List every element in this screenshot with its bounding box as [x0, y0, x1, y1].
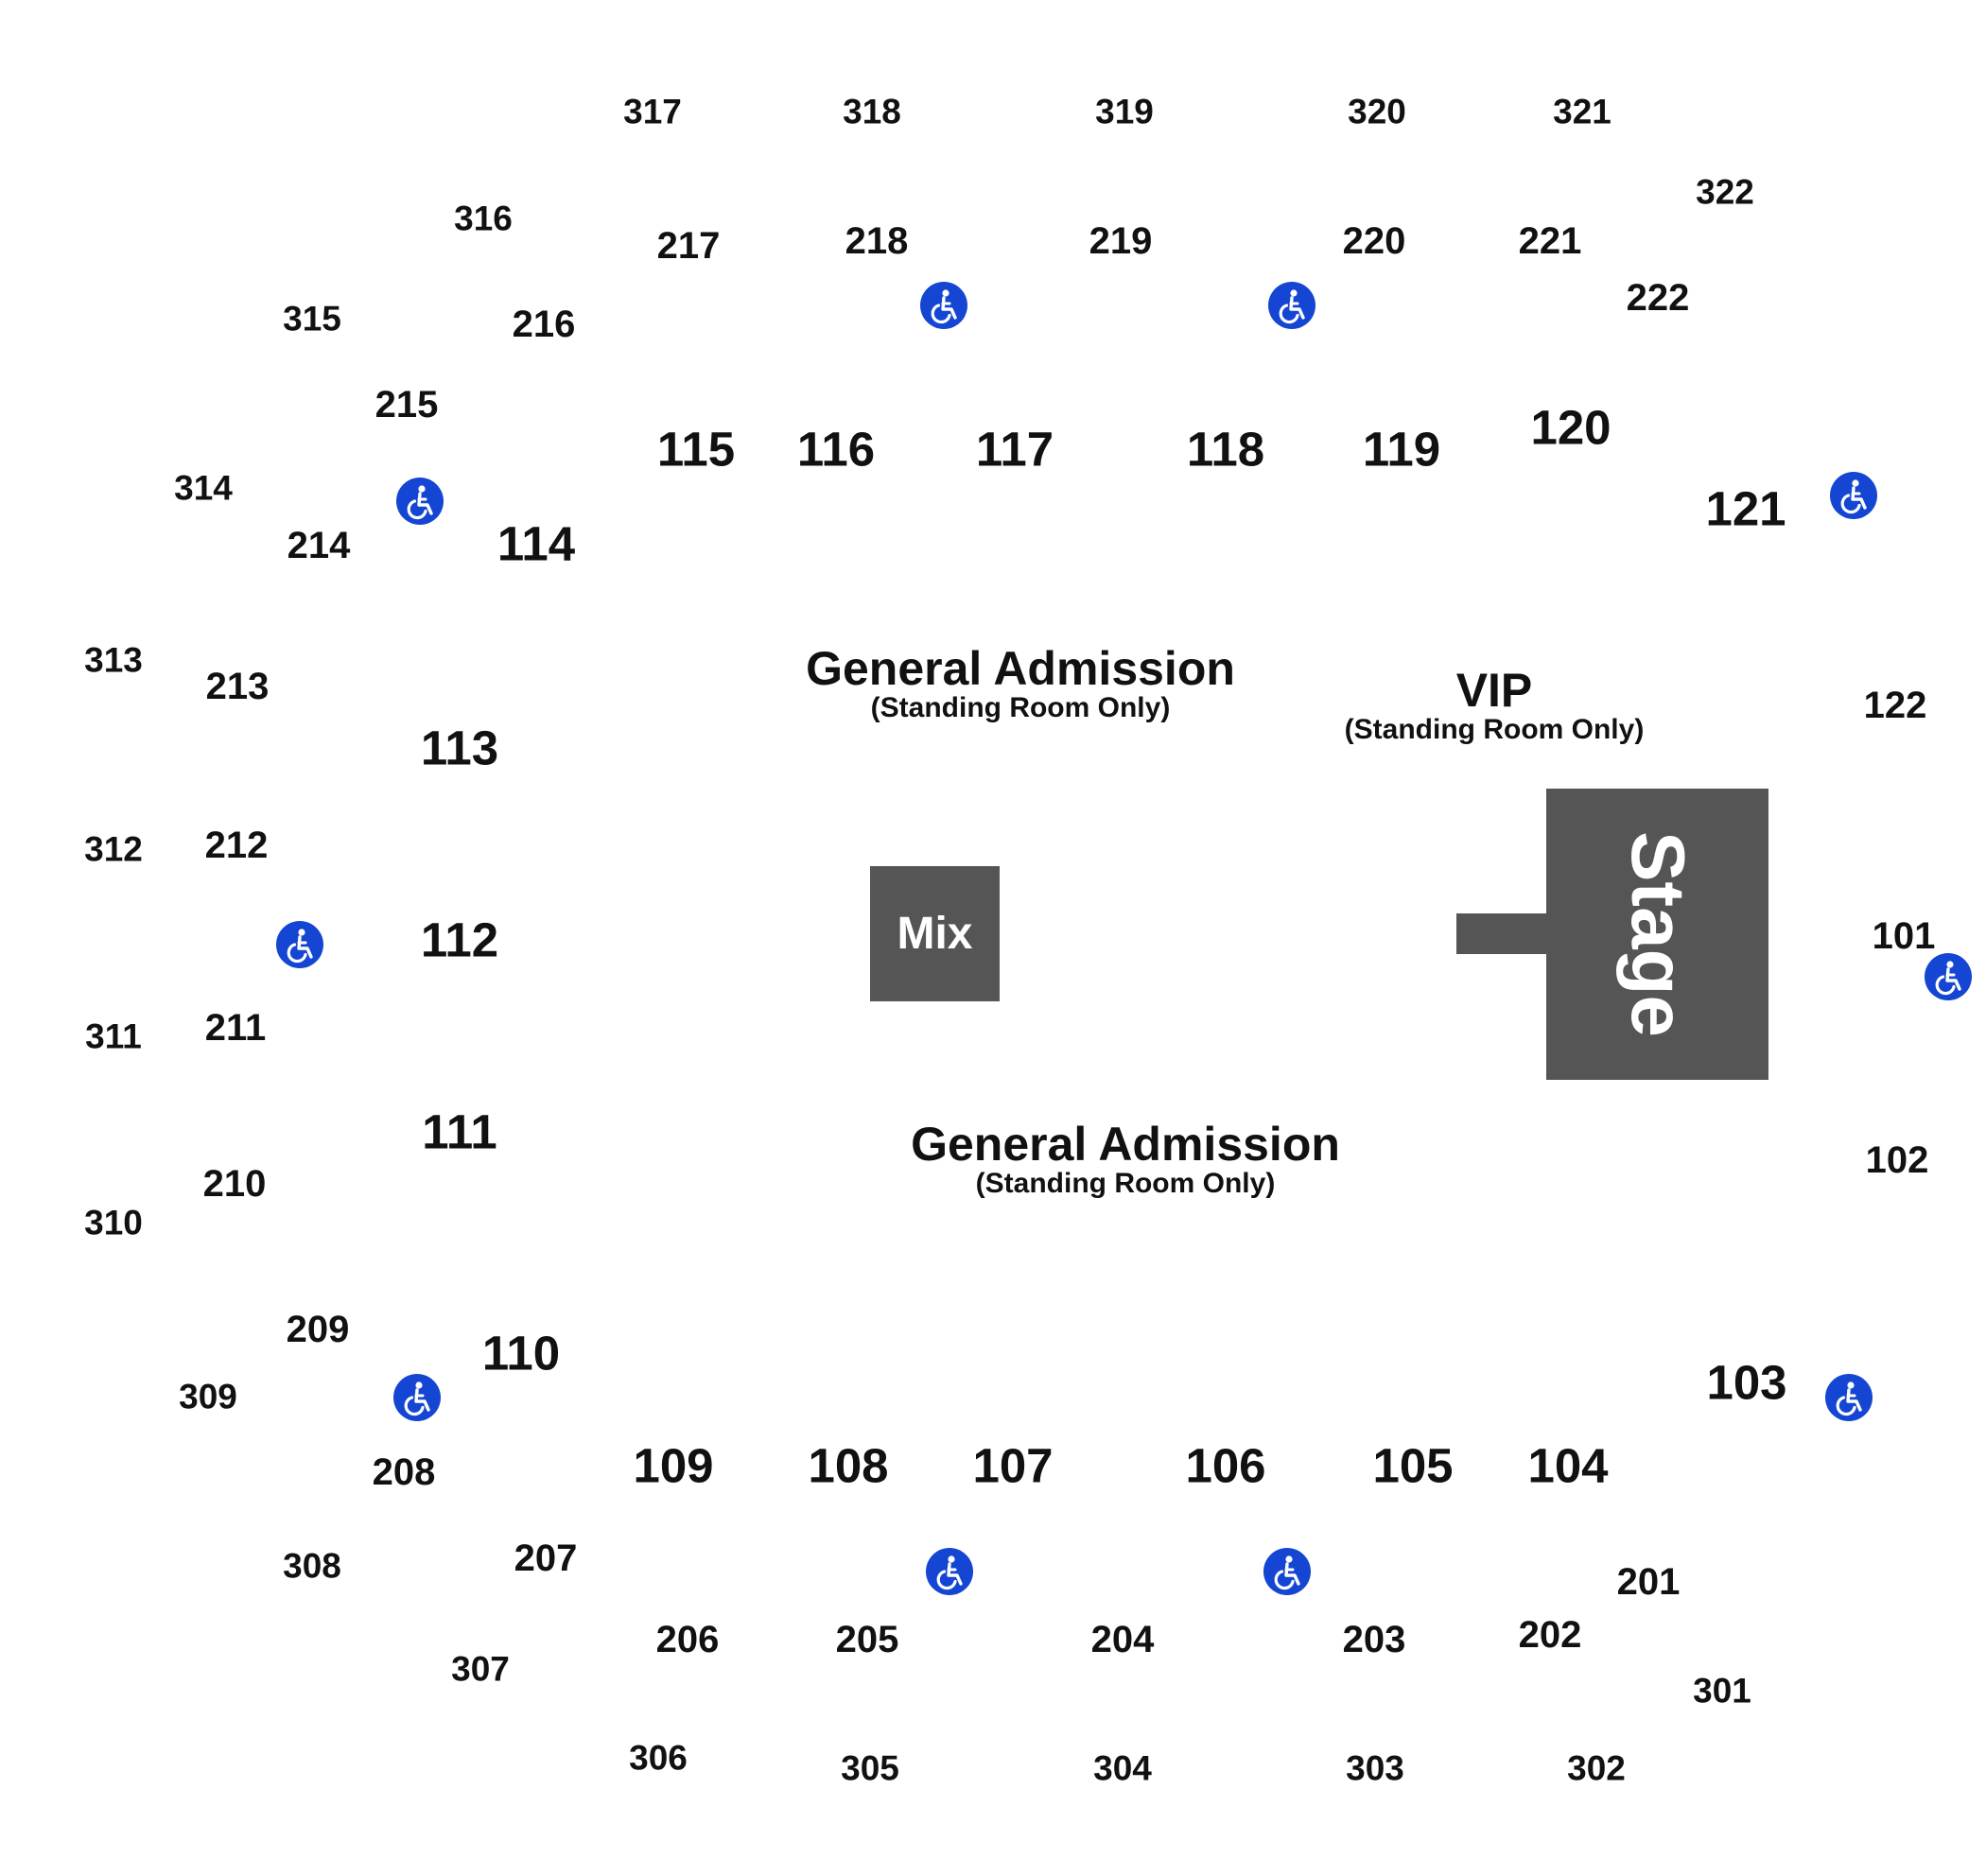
vip-area[interactable]: VIP (Standing Room Only): [1345, 667, 1645, 745]
section-218[interactable]: 218: [845, 220, 909, 262]
section-309[interactable]: 309: [179, 1377, 237, 1416]
section-110[interactable]: 110: [481, 1326, 561, 1381]
section-219[interactable]: 219: [1089, 220, 1153, 262]
vip-title: VIP: [1455, 664, 1533, 717]
section-303[interactable]: 303: [1346, 1748, 1404, 1788]
section-314[interactable]: 314: [174, 468, 233, 508]
section-209[interactable]: 209: [286, 1309, 350, 1350]
section-306[interactable]: 306: [629, 1738, 688, 1778]
section-212[interactable]: 212: [204, 825, 269, 866]
section-104[interactable]: 104: [1527, 1438, 1609, 1493]
section-121[interactable]: 121: [1705, 481, 1786, 536]
section-215[interactable]: 215: [375, 384, 439, 426]
section-203[interactable]: 203: [1342, 1619, 1406, 1660]
section-220[interactable]: 220: [1342, 220, 1406, 262]
section-108[interactable]: 108: [808, 1438, 889, 1493]
section-116[interactable]: 116: [796, 422, 876, 477]
wheelchair-accessible-icon: [1263, 1548, 1311, 1595]
section-221[interactable]: 221: [1518, 220, 1582, 262]
section-106[interactable]: 106: [1185, 1438, 1266, 1493]
wheelchair-accessible-icon: [393, 1374, 441, 1421]
stage-label: Stage: [1615, 831, 1700, 1037]
section-320[interactable]: 320: [1348, 92, 1406, 131]
wheelchair-accessible-icon: [926, 1548, 973, 1595]
section-322[interactable]: 322: [1696, 172, 1754, 212]
ga-north-subtitle: (Standing Room Only): [870, 692, 1171, 723]
section-211[interactable]: 211: [204, 1007, 267, 1049]
section-315[interactable]: 315: [283, 299, 341, 339]
wheelchair-accessible-icon: [1830, 472, 1877, 519]
section-122[interactable]: 122: [1863, 685, 1927, 726]
section-318[interactable]: 318: [843, 92, 901, 131]
section-301[interactable]: 301: [1693, 1671, 1751, 1711]
section-201[interactable]: 201: [1616, 1561, 1681, 1603]
ga-south-area[interactable]: General Admission (Standing Room Only): [911, 1120, 1340, 1199]
section-117[interactable]: 117: [975, 422, 1054, 477]
section-213[interactable]: 213: [205, 666, 270, 707]
wheelchair-accessible-icon: [276, 921, 323, 968]
section-101[interactable]: 101: [1872, 915, 1936, 957]
section-307[interactable]: 307: [451, 1649, 510, 1689]
section-202[interactable]: 202: [1518, 1614, 1582, 1656]
section-105[interactable]: 105: [1372, 1438, 1454, 1493]
section-310[interactable]: 310: [84, 1203, 143, 1242]
section-311[interactable]: 311: [85, 1016, 142, 1056]
section-111[interactable]: 111: [422, 1104, 497, 1159]
wheelchair-accessible-icon: [396, 478, 444, 525]
section-102[interactable]: 102: [1865, 1139, 1929, 1181]
section-205[interactable]: 205: [835, 1619, 899, 1660]
mix-booth: Mix: [870, 866, 1000, 1001]
section-214[interactable]: 214: [287, 525, 351, 566]
ga-south-title: General Admission: [911, 1118, 1340, 1171]
stage-runway: [1456, 913, 1551, 954]
section-321[interactable]: 321: [1553, 92, 1611, 131]
section-302[interactable]: 302: [1567, 1748, 1626, 1788]
section-304[interactable]: 304: [1093, 1748, 1152, 1788]
section-217[interactable]: 217: [656, 225, 721, 267]
section-206[interactable]: 206: [655, 1619, 720, 1660]
mix-label: Mix: [897, 909, 973, 959]
section-107[interactable]: 107: [972, 1438, 1054, 1493]
wheelchair-accessible-icon: [1825, 1374, 1873, 1421]
section-222[interactable]: 222: [1626, 277, 1690, 319]
section-210[interactable]: 210: [202, 1163, 267, 1205]
section-305[interactable]: 305: [841, 1748, 899, 1788]
section-112[interactable]: 112: [420, 912, 499, 967]
stage: Stage: [1546, 789, 1768, 1080]
section-109[interactable]: 109: [633, 1438, 714, 1493]
ga-south-subtitle: (Standing Room Only): [975, 1168, 1276, 1199]
section-118[interactable]: 118: [1186, 422, 1265, 477]
section-313[interactable]: 313: [84, 640, 143, 680]
section-120[interactable]: 120: [1530, 400, 1611, 455]
section-316[interactable]: 316: [454, 199, 513, 238]
ga-north-area[interactable]: General Admission (Standing Room Only): [806, 645, 1235, 723]
section-308[interactable]: 308: [283, 1546, 341, 1586]
section-204[interactable]: 204: [1090, 1619, 1155, 1660]
section-113[interactable]: 113: [420, 721, 499, 775]
section-115[interactable]: 115: [656, 422, 736, 477]
section-119[interactable]: 119: [1362, 422, 1441, 477]
wheelchair-accessible-icon: [920, 282, 967, 329]
section-317[interactable]: 317: [623, 92, 682, 131]
wheelchair-accessible-icon: [1925, 953, 1972, 1000]
section-103[interactable]: 103: [1706, 1355, 1787, 1410]
vip-subtitle: (Standing Room Only): [1344, 714, 1645, 745]
section-114[interactable]: 114: [496, 516, 576, 571]
wheelchair-accessible-icon: [1268, 282, 1315, 329]
section-208[interactable]: 208: [372, 1451, 436, 1493]
section-319[interactable]: 319: [1095, 92, 1154, 131]
section-312[interactable]: 312: [84, 829, 143, 869]
section-207[interactable]: 207: [514, 1537, 578, 1579]
ga-north-title: General Admission: [806, 642, 1235, 695]
section-216[interactable]: 216: [512, 304, 576, 345]
